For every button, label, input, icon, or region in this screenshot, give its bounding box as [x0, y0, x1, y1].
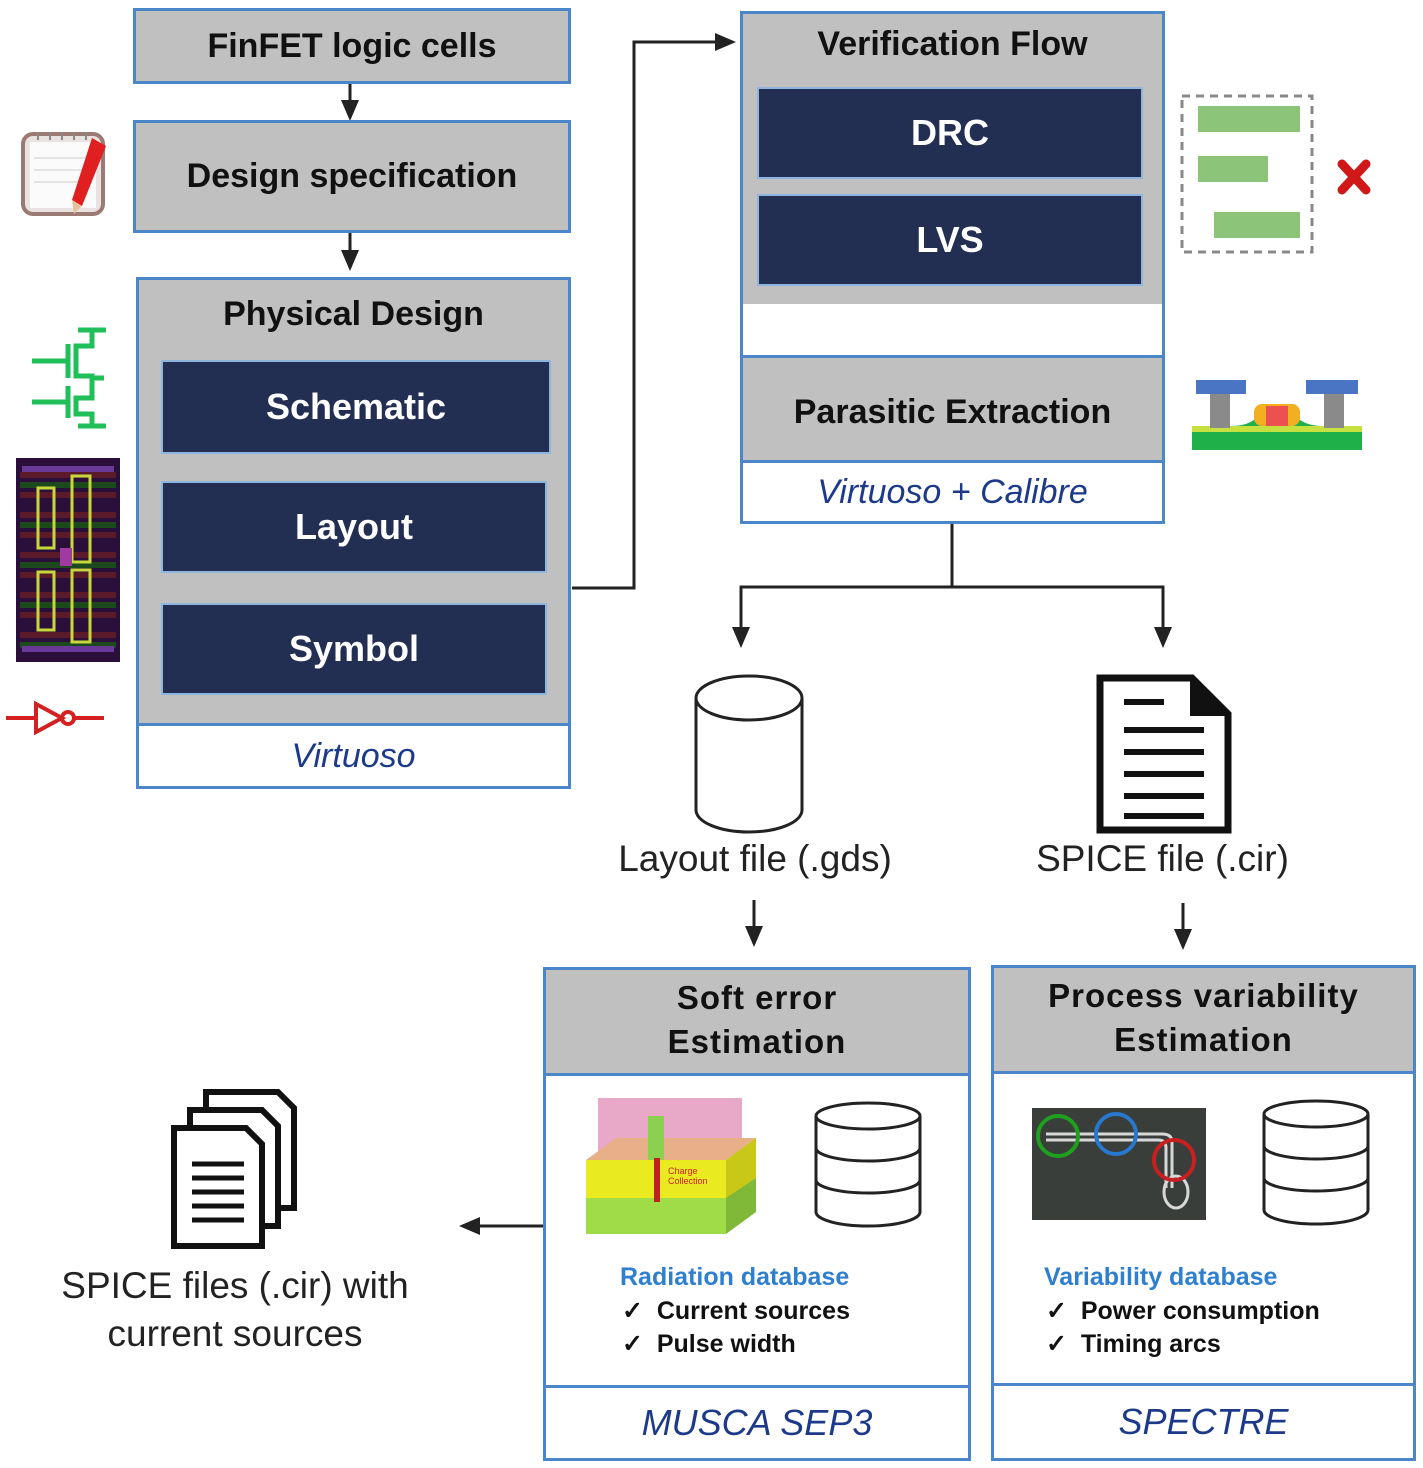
- notepad-icon: [21, 132, 106, 216]
- transistor-cross-section-icon: [1192, 380, 1362, 450]
- spice-file-label: SPICE file (.cir): [1036, 838, 1289, 879]
- soft-error-box: Soft error Estimation Charge Collection …: [543, 967, 971, 1461]
- radiation-check-1-text: Current sources: [656, 1297, 850, 1325]
- verification-flow-title: Verification Flow: [817, 24, 1088, 63]
- soft-error-title-line2: Estimation: [667, 1022, 847, 1060]
- finfet-logic-cells-label: FinFET logic cells: [207, 26, 497, 65]
- symbol-block: Symbol: [161, 603, 547, 695]
- layout-thumbnail-icon: [16, 458, 120, 662]
- layout-block: Layout: [161, 481, 547, 573]
- spice-document-icon: [1096, 674, 1232, 834]
- svg-text:Charge: Charge: [668, 1166, 698, 1176]
- design-specification-label: Design specification: [186, 157, 518, 196]
- checkmark-icon: ✓: [1046, 1297, 1067, 1325]
- variability-check-1: ✓ Power consumption: [1046, 1296, 1320, 1326]
- variability-database-title: Variability database: [1044, 1263, 1278, 1291]
- arrow-to-spice-file: [952, 585, 1172, 648]
- svg-text:Collection: Collection: [668, 1176, 708, 1186]
- inverter-symbol-icon: [6, 700, 104, 736]
- variability-box: Process variability Estimation Variabili…: [991, 965, 1416, 1461]
- drc-block: DRC: [757, 87, 1143, 179]
- variability-check-1-text: Power consumption: [1080, 1297, 1320, 1325]
- transistor-schematic-icon: [32, 327, 106, 429]
- radiation-check-2-text: Pulse width: [656, 1330, 796, 1358]
- parasitic-extraction-block: Parasitic Extraction: [743, 355, 1162, 466]
- physical-design-box: Physical Design Schematic Layout Symbol …: [136, 277, 571, 789]
- physical-design-title: Physical Design: [223, 294, 484, 333]
- variability-title-line2: Estimation: [1114, 1020, 1293, 1058]
- radiation-database-icon: [814, 1101, 922, 1228]
- final-output-line2: current sources: [107, 1313, 363, 1355]
- checkmark-icon: ✓: [622, 1330, 643, 1358]
- layout-file-label: Layout file (.gds): [618, 838, 892, 879]
- verification-flow-box: Verification Flow DRC LVS Parasitic Extr…: [740, 11, 1165, 524]
- variability-header: Process variability Estimation: [994, 968, 1413, 1074]
- radiation-strike-icon: Charge Collection: [586, 1098, 756, 1234]
- variability-title-line1: Process variability: [1048, 976, 1359, 1014]
- checkmark-icon: ✓: [622, 1297, 643, 1325]
- variability-check-2: ✓ Timing arcs: [1046, 1329, 1221, 1359]
- finfet-logic-cells-box: FinFET logic cells: [133, 8, 571, 84]
- radiation-check-2: ✓ Pulse width: [622, 1329, 796, 1359]
- layout-database-icon: [694, 674, 804, 834]
- design-specification-box: Design specification: [133, 120, 571, 233]
- schematic-block: Schematic: [161, 360, 551, 454]
- spice-files-stack-icon: [171, 1089, 297, 1249]
- final-output-line1: SPICE files (.cir) with: [61, 1265, 409, 1306]
- sem-variability-image-icon: [1032, 1108, 1206, 1220]
- radiation-database-title: Radiation database: [620, 1263, 850, 1291]
- physical-design-tool: Virtuoso: [139, 723, 568, 786]
- variability-database-icon: [1262, 1099, 1370, 1226]
- lvs-block: LVS: [757, 194, 1143, 286]
- soft-error-header: Soft error Estimation: [546, 970, 968, 1076]
- verification-tool: Virtuoso + Calibre: [743, 460, 1162, 521]
- variability-tool: SPECTRE: [994, 1383, 1413, 1458]
- final-output-label: SPICE files (.cir) with current sources: [20, 1262, 450, 1358]
- variability-check-2-text: Timing arcs: [1080, 1330, 1221, 1358]
- checkmark-icon: ✓: [1046, 1330, 1067, 1358]
- radiation-check-1: ✓ Current sources: [622, 1296, 850, 1326]
- arrow-physical-to-verification: [572, 33, 736, 590]
- drc-violation-icon: [1180, 94, 1371, 254]
- soft-error-tool: MUSCA SEP3: [546, 1385, 968, 1458]
- arrow-to-layout-file: [732, 585, 952, 648]
- soft-error-title-line1: Soft error: [676, 978, 838, 1016]
